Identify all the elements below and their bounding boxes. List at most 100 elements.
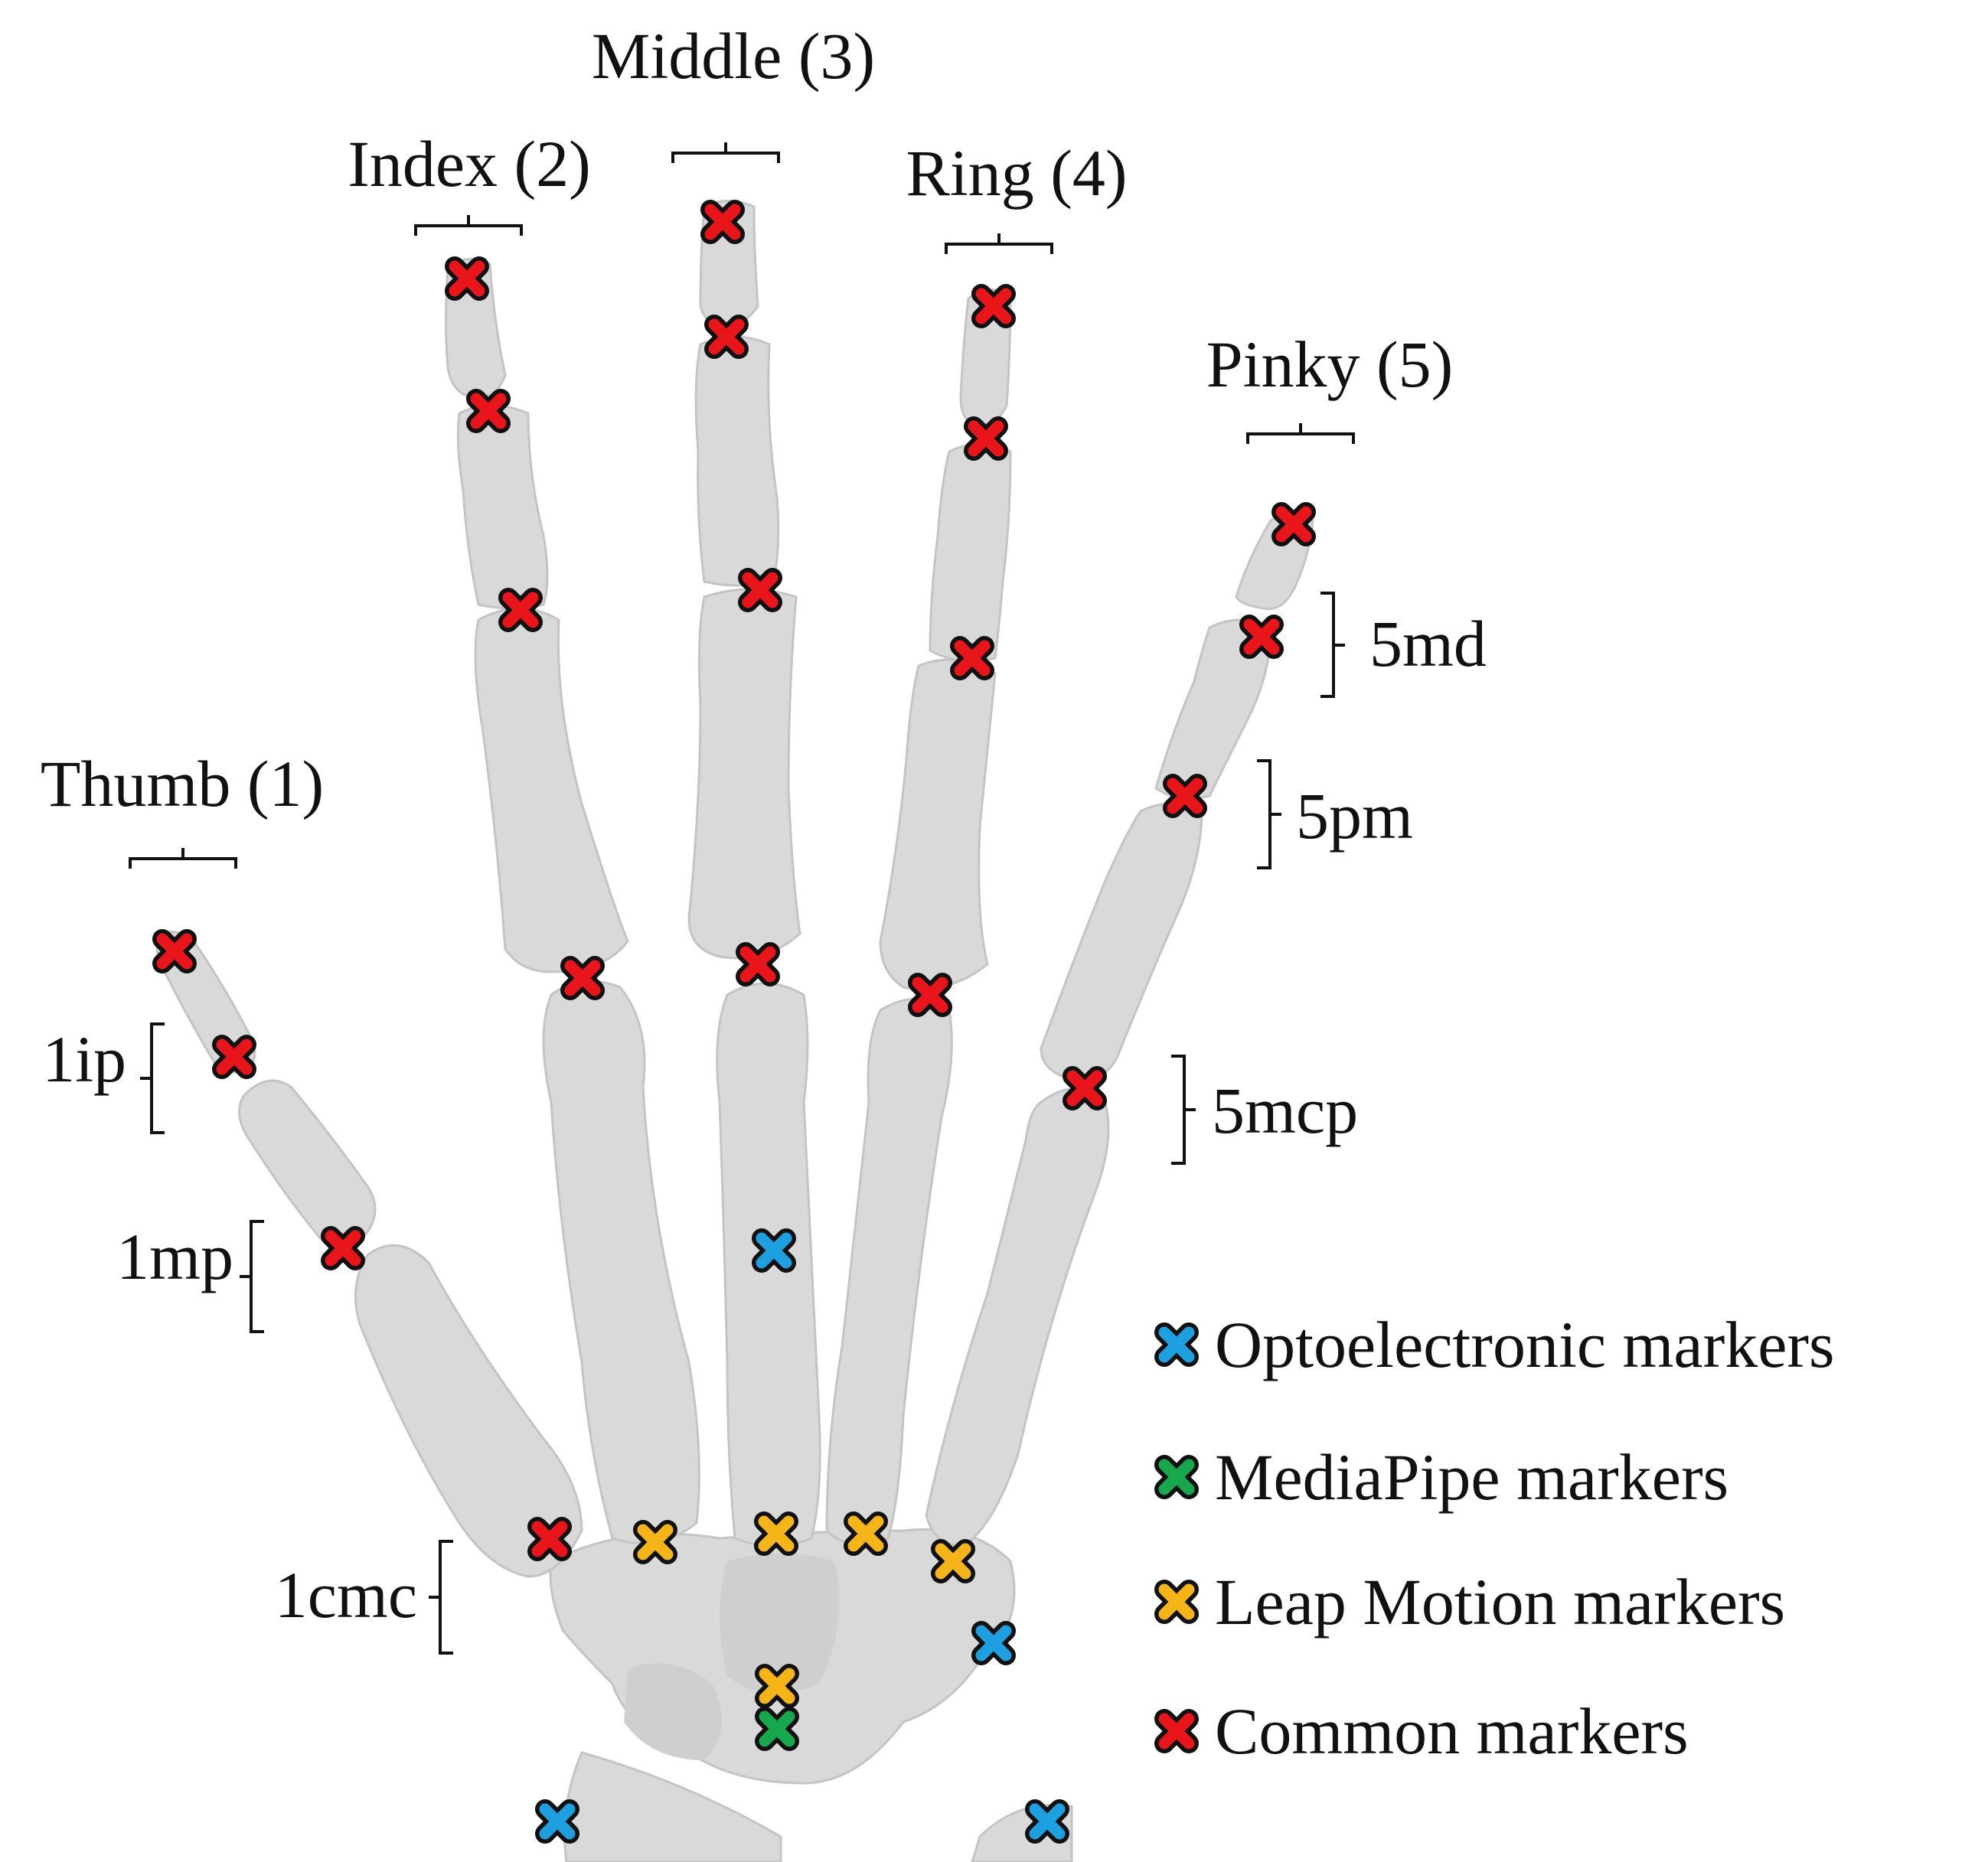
cross-icon-stroke: [759, 1668, 795, 1704]
cross-icon-stroke: [1158, 1326, 1195, 1363]
common-marker: [498, 588, 543, 632]
thumb-proximal-phalanx: [238, 1079, 377, 1247]
cross-icon-stroke: [975, 288, 1012, 324]
middle-middle-phalanx: [694, 335, 780, 587]
common-marker: [700, 200, 745, 244]
cross-icon-stroke: [1243, 618, 1280, 655]
middle-label: Middle (3): [592, 19, 875, 93]
legend-item-mediapipe: MediaPipe markers: [1154, 1440, 1728, 1514]
radius-bone: [563, 1751, 782, 1862]
common-marker: [1163, 774, 1207, 818]
ring-label: Ring (4): [906, 136, 1127, 210]
cross-icon-stroke: [759, 1710, 795, 1747]
optoelectronic-marker: [1025, 1799, 1069, 1844]
cross-icon-stroke: [216, 1039, 253, 1075]
common-marker: [212, 1035, 256, 1079]
common-marker: [152, 929, 197, 973]
optoelectronic-marker: [535, 1799, 579, 1844]
cross-icon-stroke: [539, 1803, 576, 1840]
joint-labels: 1ip 1mp 1cmc 5md 5pm 5mcp: [42, 592, 1487, 1655]
common-marker: [321, 1226, 365, 1270]
legend-label-optoelectronic: Optoelectronic markers: [1215, 1308, 1834, 1381]
ring-bracket: [945, 233, 1053, 254]
common-marker: [445, 256, 489, 301]
legend-item-leap-motion: Leap Motion markers: [1154, 1565, 1785, 1639]
cross-icon-stroke: [739, 946, 776, 983]
joint-label-1mp: 1mp: [116, 1220, 233, 1293]
cross-icon-stroke: [1029, 1803, 1066, 1840]
cross-icon-stroke: [449, 260, 485, 297]
index-metacarpal: [542, 980, 700, 1545]
joint-label-1cmc: 1cmc: [275, 1558, 417, 1632]
common-marker: [527, 1517, 572, 1561]
middle-bracket: [671, 142, 780, 163]
cross-icon-stroke: [968, 420, 1004, 457]
ring-proximal-phalanx: [879, 658, 997, 990]
index-proximal-phalanx: [474, 607, 629, 973]
finger-labels: Thumb (1) Index (2) Middle (3) Ring (4) …: [41, 19, 1453, 869]
optoelectronic-legend-icon: [1154, 1322, 1199, 1367]
legend-label-mediapipe: MediaPipe markers: [1215, 1440, 1728, 1514]
index-middle-phalanx: [456, 404, 549, 610]
ring-metacarpal: [825, 997, 953, 1546]
cross-icon-stroke: [758, 1515, 795, 1552]
thumb-label: Thumb (1): [41, 747, 324, 820]
capitate-bone: [720, 1554, 840, 1694]
legend-item-common: Common markers: [1154, 1694, 1689, 1768]
cross-icon-stroke: [564, 960, 601, 996]
scaphoid-bone: [624, 1663, 722, 1760]
common-marker: [738, 568, 782, 612]
cross-icon-stroke: [704, 204, 741, 240]
legend: Optoelectronic markers MediaPipe markers…: [1154, 1308, 1834, 1768]
cross-icon-stroke: [1158, 1713, 1195, 1749]
common-marker: [560, 956, 605, 1000]
pinky-bracket: [1246, 423, 1355, 444]
thumb-metacarpal: [354, 1244, 583, 1578]
leap-motion-legend-icon: [1154, 1580, 1199, 1624]
cross-icon-stroke: [847, 1515, 884, 1552]
cross-icon-stroke: [954, 640, 991, 677]
leap-motion-marker: [755, 1664, 799, 1708]
common-marker: [964, 416, 1008, 461]
common-marker: [950, 636, 994, 680]
optoelectronic-marker: [752, 1228, 796, 1273]
cross-icon-stroke: [742, 572, 779, 608]
joint-bracket-5md: [1320, 592, 1345, 698]
cross-icon-stroke: [470, 393, 507, 429]
joint-label-1ip: 1ip: [42, 1022, 126, 1096]
mediapipe-legend-icon: [1154, 1455, 1199, 1499]
index-label: Index (2): [348, 127, 591, 201]
hand-bones: [155, 200, 1314, 1862]
cross-icon-stroke: [935, 1543, 971, 1580]
pinky-label: Pinky (5): [1206, 328, 1454, 401]
joint-label-5mcp: 5mcp: [1212, 1074, 1358, 1147]
legend-label-common: Common markers: [1215, 1694, 1689, 1768]
leap-motion-marker: [844, 1511, 888, 1556]
joint-bracket-1mp: [240, 1220, 264, 1333]
cross-icon-stroke: [708, 318, 745, 355]
leap-motion-marker: [633, 1520, 677, 1564]
pinky-metacarpal: [925, 1087, 1110, 1547]
joint-bracket-1ip: [140, 1022, 165, 1134]
legend-label-leap-motion: Leap Motion markers: [1215, 1565, 1785, 1639]
cross-icon-stroke: [502, 592, 539, 628]
index-bracket: [414, 215, 523, 236]
joint-label-5pm: 5pm: [1296, 779, 1413, 853]
cross-icon-stroke: [975, 1625, 1012, 1661]
common-marker: [704, 315, 749, 359]
thumb-bracket: [129, 848, 237, 869]
cross-icon-stroke: [1275, 506, 1312, 543]
cross-icon-stroke: [1066, 1070, 1103, 1107]
cross-icon-stroke: [912, 977, 948, 1013]
markers: [152, 200, 1316, 1844]
common-marker: [1063, 1066, 1107, 1110]
optoelectronic-marker: [971, 1621, 1016, 1665]
cross-icon-stroke: [1167, 778, 1203, 814]
common-marker: [1271, 502, 1316, 546]
joint-bracket-5mcp: [1171, 1055, 1196, 1165]
common-marker: [971, 284, 1016, 328]
cross-icon-stroke: [531, 1521, 568, 1557]
common-marker: [908, 973, 952, 1017]
ring-middle-phalanx: [929, 442, 1012, 662]
